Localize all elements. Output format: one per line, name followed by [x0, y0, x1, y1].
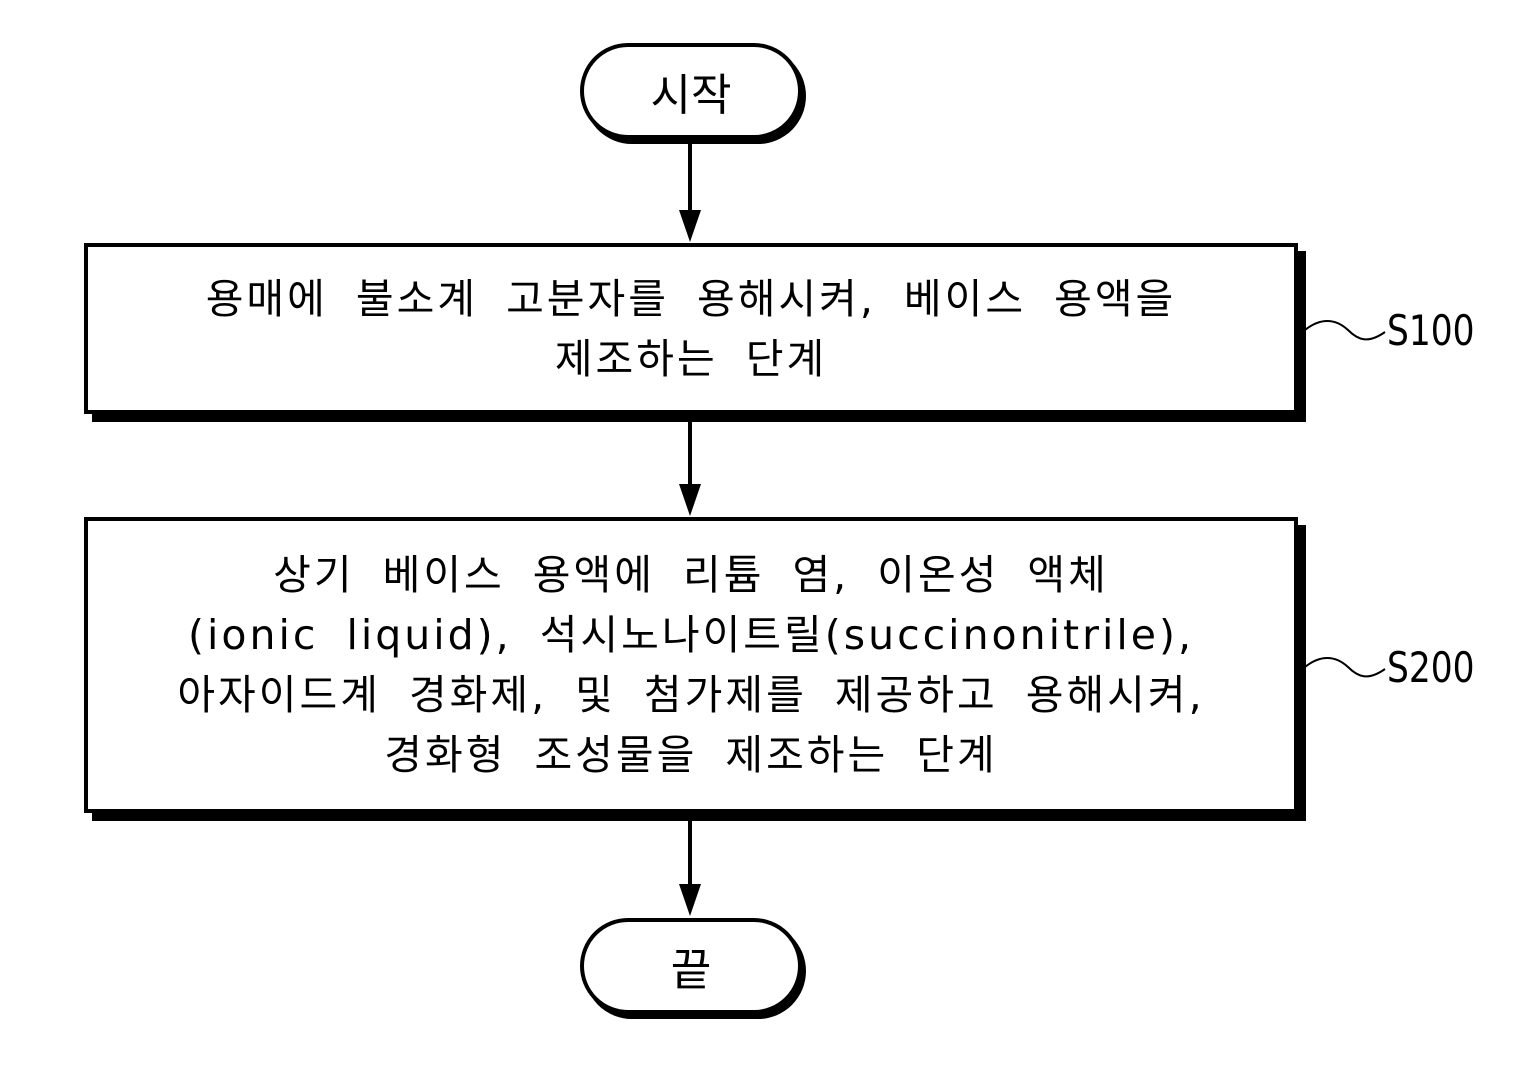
- step-s100-line-2: 제조하는 단계: [555, 329, 827, 389]
- end-terminal: 끝: [580, 918, 802, 1014]
- leader-line-s200: [1305, 658, 1385, 676]
- step-label-s100: S100: [1387, 306, 1475, 355]
- step-s200-line-4: 경화형 조성물을 제조하는 단계: [384, 725, 997, 785]
- arrow-s100-to-s200: [679, 420, 701, 516]
- step-s200-line-2: (ionic liquid), 석시노나이트릴(succinonitrile),: [188, 605, 1194, 665]
- step-s200-line-3: 아자이드계 경화제, 및 첨가제를 제공하고 용해시켜,: [177, 665, 1204, 725]
- step-box-s200: 상기 베이스 용액에 리튬 염, 이온성 액체 (ionic liquid), …: [84, 517, 1298, 813]
- start-terminal: 시작: [580, 43, 802, 139]
- arrow-s200-to-end: [679, 820, 701, 916]
- end-label: 끝: [671, 934, 711, 998]
- arrow-start-to-s100: [679, 143, 701, 242]
- step-box-s100: 용매에 불소계 고분자를 용해시켜, 베이스 용액을 제조하는 단계: [84, 243, 1298, 414]
- start-label: 시작: [651, 59, 732, 123]
- step-label-s200: S200: [1387, 643, 1475, 692]
- step-s200-line-1: 상기 베이스 용액에 리튬 염, 이온성 액체: [273, 545, 1109, 605]
- leader-line-s100: [1305, 321, 1385, 339]
- step-s100-line-1: 용매에 불소계 고분자를 용해시켜, 베이스 용액을: [206, 269, 1177, 329]
